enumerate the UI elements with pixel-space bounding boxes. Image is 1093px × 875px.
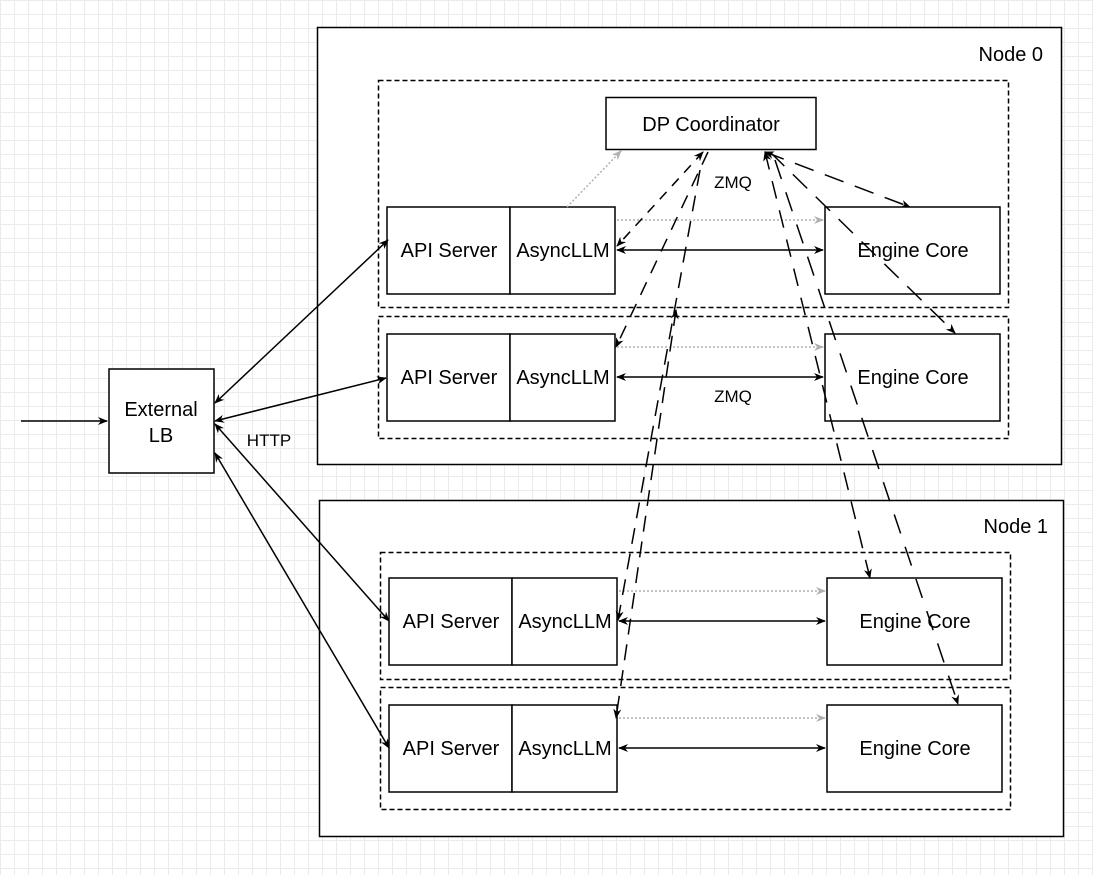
edge-dashed xyxy=(613,309,679,719)
engine-core-label: Engine Core xyxy=(857,367,968,389)
edge-dashed xyxy=(774,159,959,705)
engine-core-box xyxy=(826,704,1003,793)
api-server-label: API Server xyxy=(401,367,498,389)
edge-http xyxy=(214,376,387,423)
async-llm-label: AsyncLLM xyxy=(516,240,609,262)
http-label: HTTP xyxy=(247,431,291,450)
api-server-box xyxy=(388,704,513,793)
async-llm-label: AsyncLLM xyxy=(518,611,611,633)
dp-coordinator-label: DP Coordinator xyxy=(642,114,780,136)
engine-core-label: Engine Core xyxy=(857,240,968,262)
edge-http xyxy=(214,452,390,749)
engine-core-label: Engine Core xyxy=(859,738,970,760)
lb-label-1: External xyxy=(124,399,197,421)
zmq-label-top: ZMQ xyxy=(714,173,752,192)
dp-rank-1: API Server AsyncLLM Engine Core xyxy=(386,333,1001,422)
async-llm-label: AsyncLLM xyxy=(516,367,609,389)
external-lb: External LB xyxy=(108,368,215,474)
api-server-label: API Server xyxy=(403,738,500,760)
async-llm-label: AsyncLLM xyxy=(518,738,611,760)
api-server-label: API Server xyxy=(403,611,500,633)
edge-dashed xyxy=(763,151,872,579)
api-server-box xyxy=(386,333,511,422)
node-1-label: Node 1 xyxy=(984,516,1049,538)
engine-core-label: Engine Core xyxy=(859,611,970,633)
api-server-label: API Server xyxy=(401,240,498,262)
async-llm-box xyxy=(509,206,616,295)
engine-core-box xyxy=(826,577,1003,666)
edge-dashed xyxy=(616,151,704,247)
dp-coordinator: DP Coordinator xyxy=(605,96,817,151)
edge-http xyxy=(214,239,389,404)
edge-dotted-coordinator xyxy=(566,150,622,208)
node-0-label: Node 0 xyxy=(979,44,1044,66)
lb-label-2: LB xyxy=(149,425,173,447)
dp-rank-3: API Server AsyncLLM Engine Core xyxy=(388,704,1003,793)
zmq-label-mid: ZMQ xyxy=(714,387,752,406)
async-llm-box xyxy=(511,704,618,793)
